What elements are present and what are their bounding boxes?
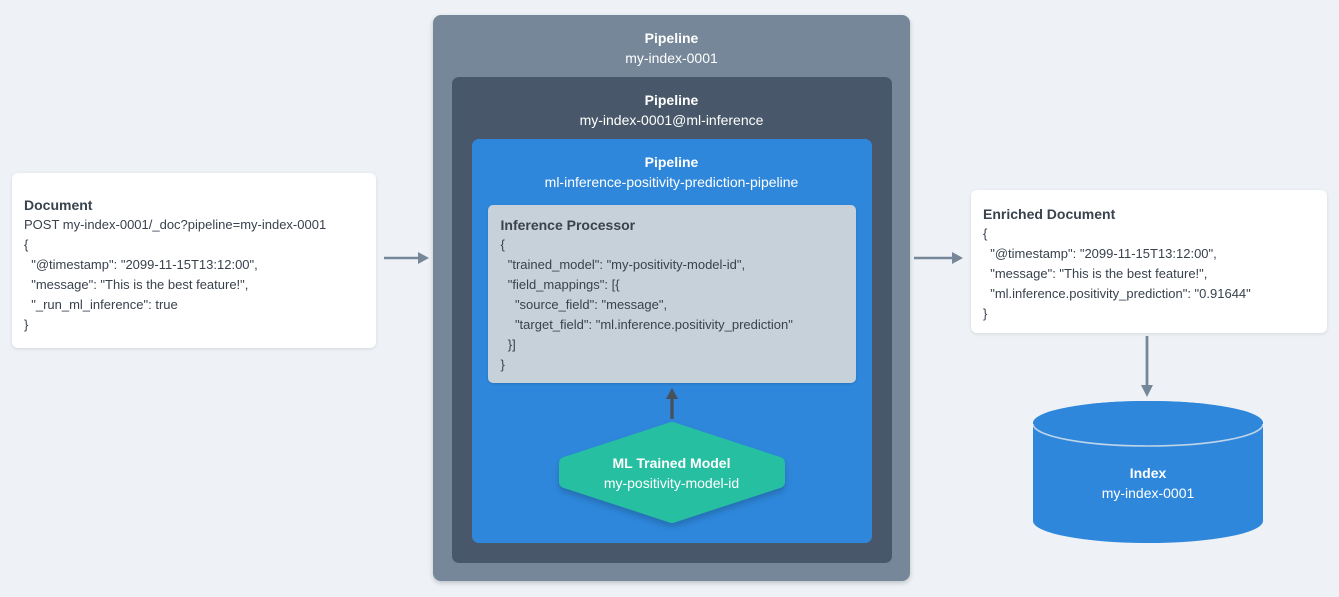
document-code-line: { — [24, 237, 29, 252]
document-code-line: "@timestamp": "2099-11-15T13:12:00", — [24, 257, 258, 272]
ml-trained-model-title: ML Trained Model — [612, 454, 731, 471]
processor-code-line: "source_field": "message", — [500, 297, 668, 312]
inference-processor-box: Inference Processor { "trained_model": "… — [487, 205, 856, 383]
inference-processor-title: Inference Processor — [500, 217, 636, 233]
document-code-line: } — [24, 317, 29, 332]
processor-code-line: } — [500, 357, 505, 372]
enriched-code-line: "@timestamp": "2099-11-15T13:12:00", — [983, 246, 1217, 261]
pipeline-positivity-title: Pipeline — [644, 154, 699, 170]
processor-code-line: "target_field": "ml.inference.positivity… — [500, 317, 793, 332]
document-code-line: "_run_ml_inference": true — [24, 297, 178, 312]
enriched-code-line: } — [983, 306, 988, 321]
arrow-up-icon — [665, 388, 678, 419]
pipeline-outer-title: Pipeline — [644, 30, 699, 46]
index-title: Index — [1129, 465, 1167, 481]
document-code-line: POST my-index-0001/_doc?pipeline=my-inde… — [24, 217, 327, 232]
pipeline-positivity-name: ml-inference-positivity-prediction-pipel… — [544, 174, 799, 190]
document-card: Document POST my-index-0001/_doc?pipelin… — [12, 173, 376, 348]
document-code-line: "message": "This is the best feature!", — [24, 277, 249, 292]
ml-trained-model-name: my-positivity-model-id — [603, 474, 740, 491]
hexagon-shape-icon — [558, 422, 785, 523]
processor-code-line: { — [500, 237, 505, 252]
enriched-code-line: { — [983, 226, 988, 241]
arrow-right-icon — [914, 252, 963, 264]
arrow-down-icon — [1141, 336, 1153, 397]
cylinder-shape-icon — [1033, 401, 1263, 543]
document-card-title: Document — [24, 197, 93, 213]
processor-code-line: "field_mappings": [{ — [500, 277, 620, 292]
enriched-code-line: "message": "This is the best feature!", — [983, 266, 1208, 281]
index-name: my-index-0001 — [1101, 485, 1195, 501]
ml-trained-model-hexagon: ML Trained Model my-positivity-model-id — [558, 422, 786, 523]
pipeline-positivity-box: Pipeline ml-inference-positivity-predict… — [471, 139, 872, 543]
pipeline-outer-box: Pipeline my-index-0001 Pipeline my-index… — [433, 15, 910, 581]
enriched-code-line: "ml.inference.positivity_prediction": "0… — [983, 286, 1251, 301]
arrow-right-icon — [384, 252, 429, 264]
pipeline-ml-inference-box: Pipeline my-index-0001@ml-inference Pipe… — [451, 77, 892, 563]
index-cylinder: Index my-index-0001 — [1033, 401, 1263, 543]
processor-code-line: }] — [500, 337, 516, 352]
pipeline-outer-name: my-index-0001 — [625, 50, 718, 66]
enriched-document-title: Enriched Document — [983, 206, 1116, 222]
pipeline-ml-inference-name: my-index-0001@ml-inference — [579, 112, 764, 128]
enriched-document-card: Enriched Document { "@timestamp": "2099-… — [971, 190, 1327, 333]
pipeline-ml-inference-title: Pipeline — [644, 92, 699, 108]
processor-code-line: "trained_model": "my-positivity-model-id… — [500, 257, 746, 272]
